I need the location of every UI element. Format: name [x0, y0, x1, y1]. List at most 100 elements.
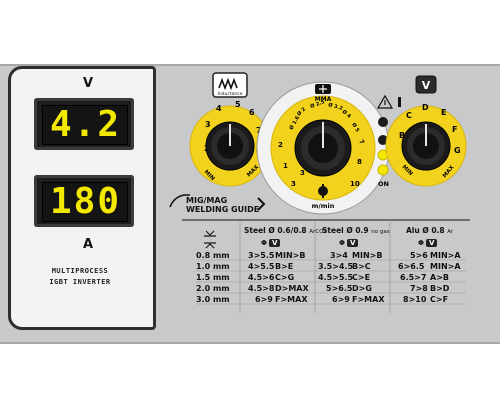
brand-line-1: MULTIPROCESS — [51, 267, 109, 275]
table-cell: A>B — [430, 273, 449, 282]
vs-tick-c: C — [406, 111, 412, 120]
col2-sub-v: V — [346, 239, 359, 247]
inductance-knob[interactable] — [205, 121, 255, 171]
col1-name: Steel Ø 0.6/0.8 — [244, 226, 307, 235]
ws-elec-3: Ø 2.5 — [309, 98, 326, 110]
warning-icon — [376, 94, 394, 109]
col2-name: Steel Ø 0.9 — [322, 226, 369, 235]
table-cell: 4.5>5.5 — [318, 273, 354, 282]
row-thickness-1: 0.8 mm — [196, 251, 230, 260]
voltage-select-badge-text: V — [422, 79, 431, 92]
ind-tick-3: 3 — [205, 120, 211, 129]
ws-tick-3: 3 — [300, 169, 305, 177]
voltage-screen: 4.2 — [42, 105, 128, 145]
ws-elec-6: Ø 5 — [350, 122, 361, 134]
ind-tick-5: 5 — [235, 100, 241, 109]
wire-speed-knob[interactable] — [294, 119, 352, 177]
ind-tick-7: 7 — [256, 126, 262, 135]
ws-tick-3b: 3 — [291, 180, 296, 188]
torch-icon — [169, 194, 190, 208]
ws-tick-2: 2 — [278, 141, 283, 149]
guide-col-header-2: Steel Ø 0.9 no gas — [322, 226, 390, 235]
vs-tick-b: B — [399, 131, 405, 140]
ind-tick-4: 4 — [216, 104, 222, 113]
mma-label: MMA — [315, 96, 332, 103]
table-cell: B>D — [430, 284, 450, 293]
table-cell: C>F — [430, 295, 449, 304]
voltage-select-badge — [415, 75, 437, 94]
guide-arrow-icon — [257, 197, 266, 211]
on-label: ON — [378, 180, 389, 188]
brand-line-2: IGBT INVERTER — [49, 278, 111, 286]
table-cell: 4.5>6 — [248, 273, 275, 282]
ws-tick-7: 7 — [357, 139, 365, 146]
current-value: 180 — [49, 181, 121, 222]
ws-tick-1: 1 — [283, 162, 288, 170]
voltage-select-scale: B C D E F G MIN MAX — [399, 103, 461, 179]
table-cell: D>MAX — [275, 284, 309, 293]
voltage-display: 4.2 — [34, 98, 134, 150]
table-cell: 7>8 — [410, 284, 428, 293]
col3-sub-phi: Φ — [418, 239, 424, 247]
col3-sub-v: V — [425, 239, 438, 247]
table-cell: 5>6 — [410, 251, 428, 260]
col2-sub-phi: Φ — [339, 239, 345, 247]
table-cell: 4>5.5 — [248, 262, 275, 271]
voltage-unit-label: V — [82, 76, 94, 91]
voltage-value: 4.2 — [49, 104, 121, 145]
table-cell: C>G — [275, 273, 295, 282]
col1-sub-phi: Φ — [261, 239, 267, 247]
table-cell: 8>10 — [403, 295, 427, 304]
table-cell: MIN>B — [352, 251, 383, 260]
thermometer-icon — [398, 97, 401, 107]
table-cell: MIN>A — [430, 251, 461, 260]
row-thickness-2: 1.0 mm — [196, 262, 230, 271]
thickness-icon — [204, 230, 216, 249]
power-led — [377, 164, 389, 176]
inductance-icon — [218, 77, 238, 91]
vs-tick-d: D — [422, 103, 429, 112]
brand-text: MULTIPROCESS IGBT INVERTER — [20, 266, 140, 288]
table-cell: F>MAX — [352, 295, 385, 304]
ind-tick-6: 6 — [249, 108, 255, 117]
row-thickness-3: 1.5 mm — [196, 273, 230, 282]
warning-led — [378, 117, 388, 127]
col2-gas: no gas — [371, 229, 390, 235]
table-cell: D>G — [352, 284, 372, 293]
guide-title-line1: MIG/MAG — [186, 196, 228, 205]
table-cell: 6>9 — [255, 295, 273, 304]
electrode-icon — [319, 85, 327, 93]
table-cell: MIN>B — [275, 251, 306, 260]
table-cell: 4.5>8 — [248, 284, 275, 293]
wire-speed-unit: m/min — [312, 202, 335, 210]
col3-gas: Ar — [447, 229, 454, 235]
voltage-select-knob[interactable] — [401, 121, 451, 171]
table-cell: C>E — [352, 273, 371, 282]
ws-tick-10: 10 — [350, 180, 360, 188]
row-thickness-4: 2.0 mm — [196, 284, 230, 293]
mode-b-led — [378, 135, 388, 145]
row-thickness-5: 3.0 mm — [196, 295, 230, 304]
inductance-label: Inductance — [218, 91, 243, 97]
guide-col-header-3: Alu Ø 0.8 Ar — [406, 226, 453, 235]
col1-sub-v: V — [268, 239, 281, 247]
table-cell: F>MAX — [275, 295, 308, 304]
current-screen: 180 — [42, 182, 128, 222]
table-cell: 3.5>4.5 — [318, 262, 354, 271]
vs-tick-f: F — [452, 125, 457, 134]
ws-elec-4: Ø 3.2 — [327, 101, 344, 112]
ws-tick-8: 8 — [357, 158, 362, 166]
col1-gas: ArCO2 — [309, 229, 327, 235]
table-cell: 6>9 — [332, 295, 350, 304]
wire-feed-icon — [318, 184, 328, 198]
table-cell: 5>6.5 — [326, 284, 353, 293]
table-cell: B>E — [275, 262, 294, 271]
table-cell: B>C — [352, 262, 371, 271]
table-cell: 3>5.5 — [248, 251, 275, 260]
table-cell: 6>6.5 — [398, 262, 425, 271]
